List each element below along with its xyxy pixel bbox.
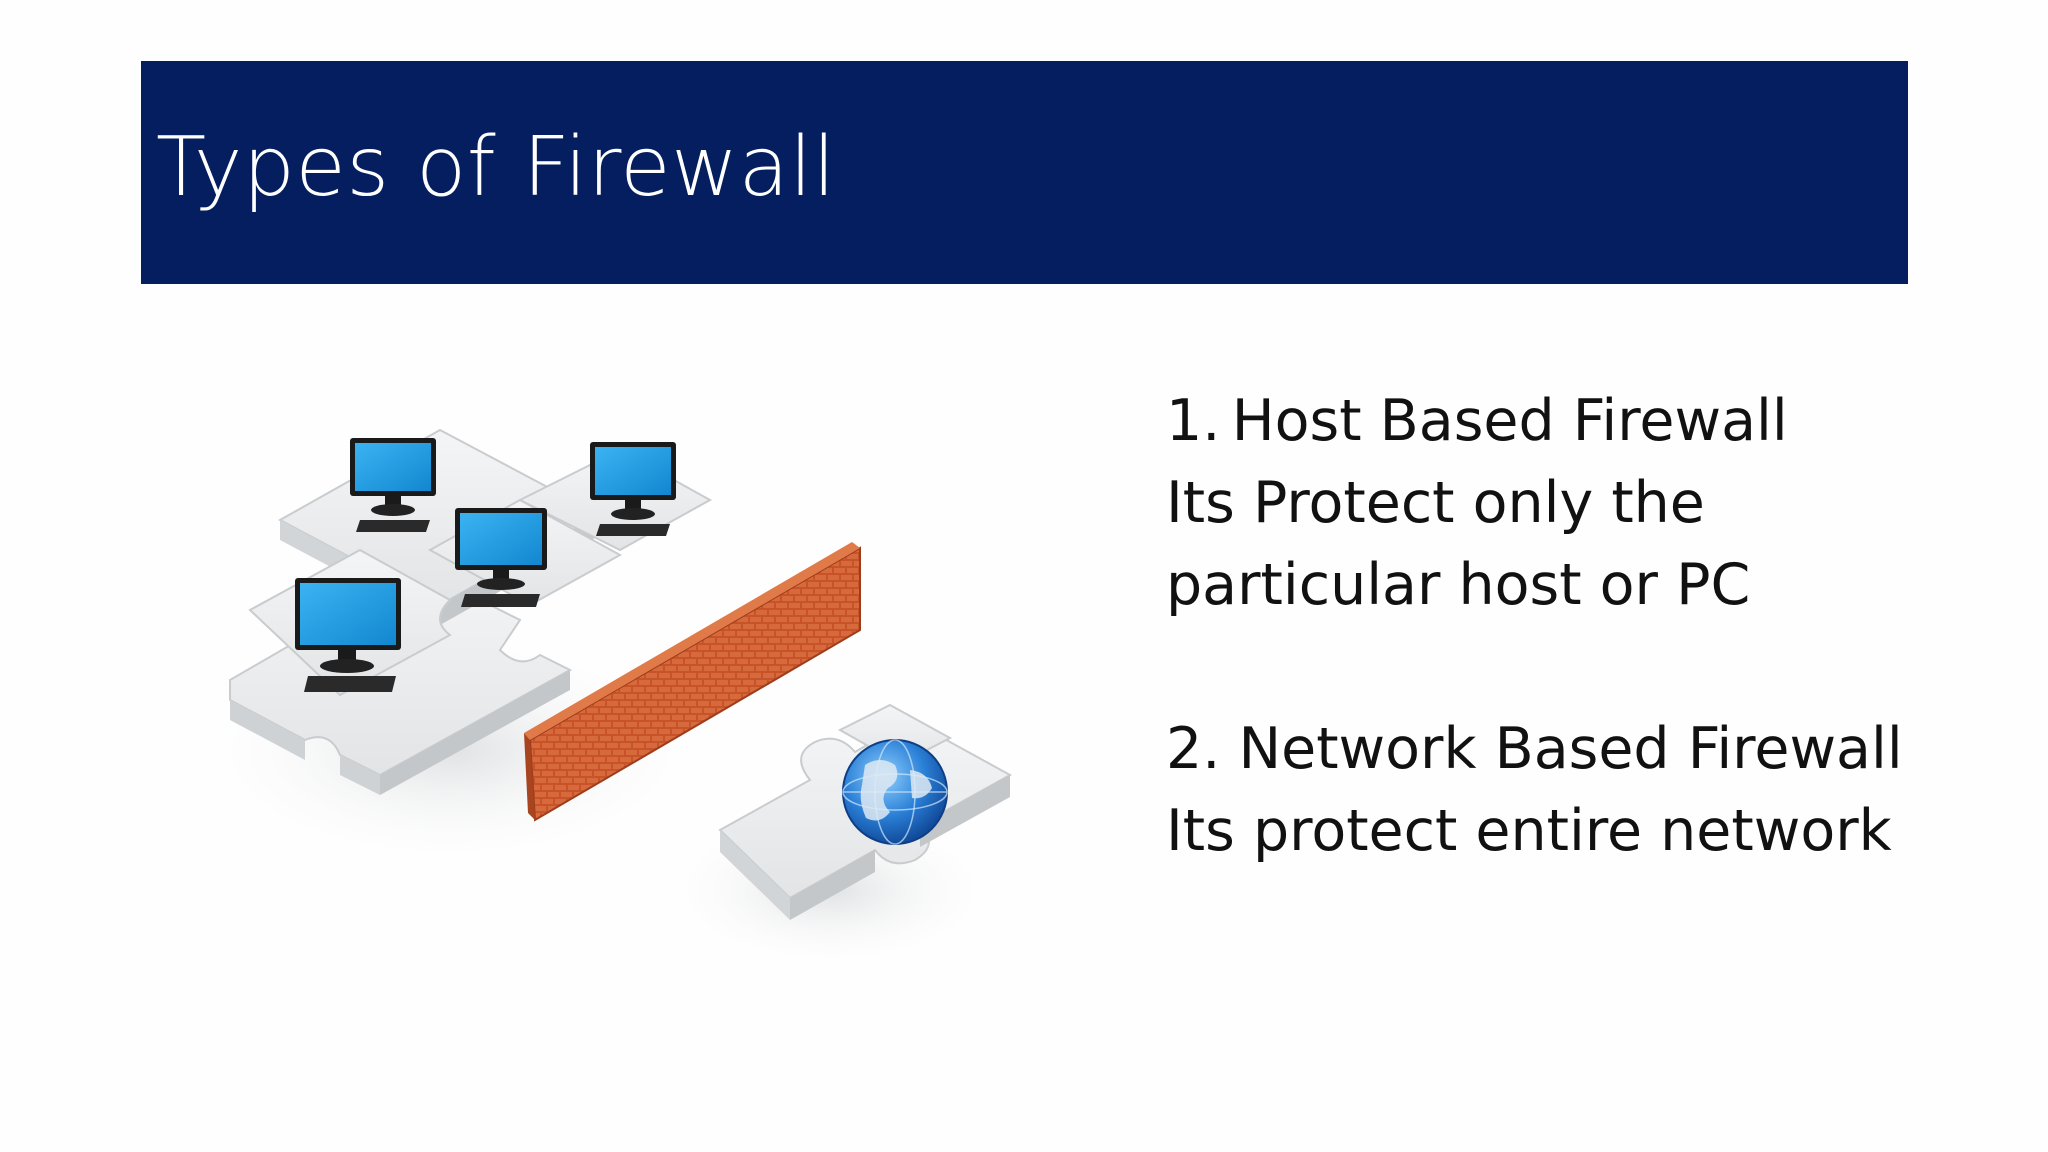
brick-wall-icon <box>524 542 861 822</box>
network-based-heading: 2. Network Based Firewall <box>1166 716 1903 782</box>
network-firewall-illustration <box>190 428 1013 970</box>
spacer <box>1166 626 1986 708</box>
host-based-description-line: Its Protect only the <box>1166 470 1705 536</box>
globe-icon <box>842 739 948 845</box>
title-bar <box>141 61 1908 284</box>
computer-icon <box>455 508 547 607</box>
slide-title: Types of Firewall <box>156 120 836 215</box>
network-based-description-line: Its protect entire network <box>1166 798 1892 864</box>
firewall-types-list: 1. Host Based Firewall Its Protect only … <box>1166 380 1986 872</box>
computer-icon <box>350 438 436 532</box>
computer-icon <box>590 442 676 536</box>
computer-icon <box>295 578 401 692</box>
host-based-description-line: particular host or PC <box>1166 552 1751 618</box>
host-based-heading: 1. Host Based Firewall <box>1166 388 1788 454</box>
